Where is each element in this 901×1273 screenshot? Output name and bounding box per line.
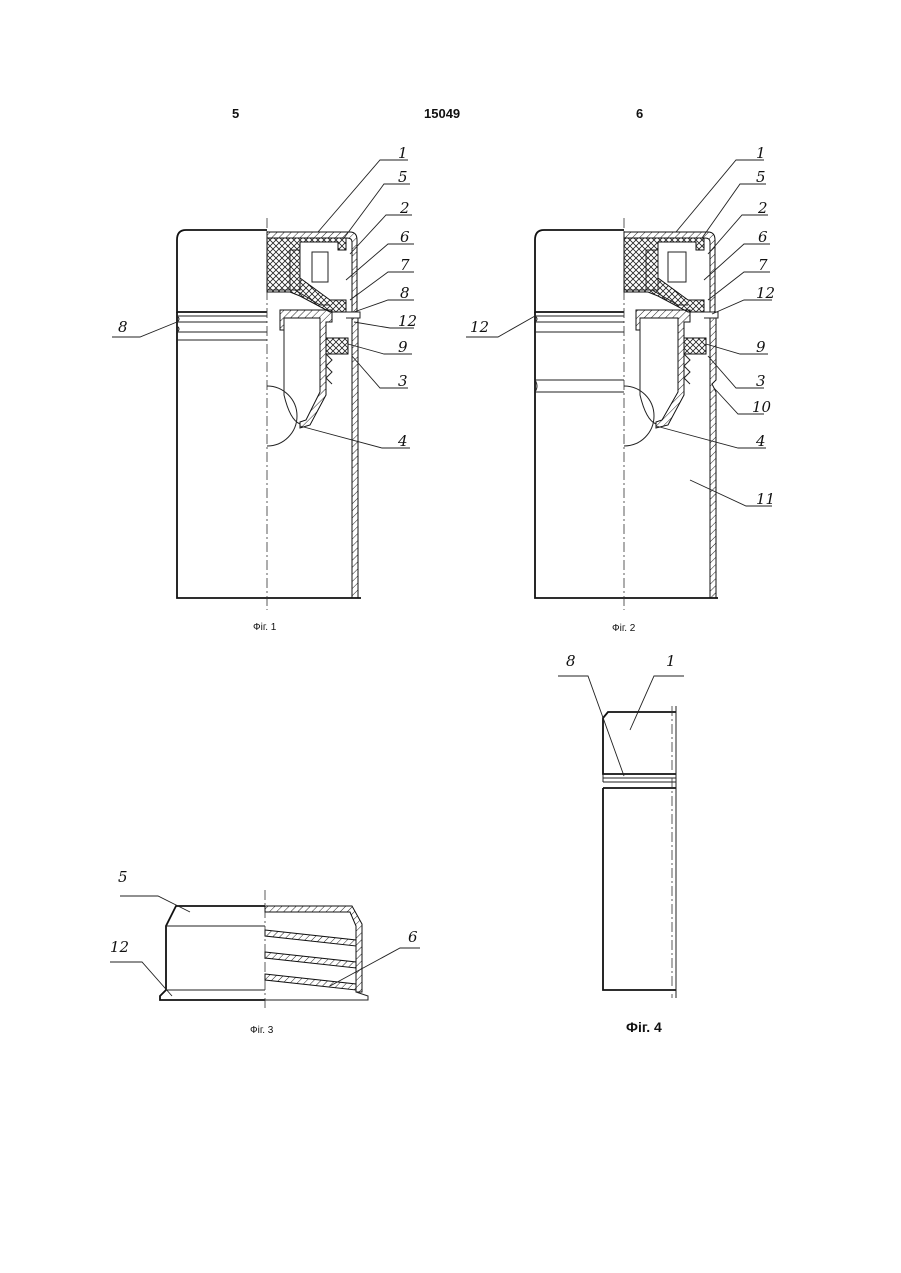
fig1-insert-slot bbox=[312, 252, 328, 282]
fig1-label-12: 12 bbox=[398, 312, 417, 330]
fig3-caption: Фіг. 3 bbox=[250, 1025, 274, 1036]
fig3-thread-2 bbox=[265, 952, 356, 968]
fig2-label-7: 7 bbox=[758, 256, 768, 274]
fig1-label-2: 2 bbox=[399, 199, 410, 217]
figure-3: 5 12 6 Фіг. 3 bbox=[110, 868, 420, 1036]
fig2-label-2: 2 bbox=[757, 199, 768, 217]
fig1-thread bbox=[326, 354, 332, 384]
fig4-cap-outline bbox=[603, 712, 676, 774]
fig2-body-outline bbox=[535, 312, 718, 598]
figure-4: 8 1 Фіг. 4 bbox=[558, 652, 684, 1035]
fig2-label-11: 11 bbox=[756, 490, 775, 508]
fig2-label-12-left: 12 bbox=[470, 318, 489, 336]
fig2-insert-slot bbox=[668, 252, 686, 282]
fig3-label-6: 6 bbox=[408, 928, 418, 946]
fig2-label-4: 4 bbox=[755, 432, 766, 450]
fig2-label-12: 12 bbox=[756, 284, 775, 302]
fig3-thread-1 bbox=[265, 930, 356, 946]
fig3-thread-3 bbox=[265, 974, 356, 990]
figure-1: 1 5 2 6 7 8 12 9 3 4 8 Фіг. 1 bbox=[112, 144, 417, 633]
fig1-caption: Фіг. 1 bbox=[253, 622, 277, 633]
fig2-seal bbox=[684, 338, 706, 354]
fig1-label-7: 7 bbox=[400, 256, 410, 274]
fig1-groove bbox=[177, 316, 267, 332]
fig3-label-5: 5 bbox=[118, 868, 128, 886]
fig2-caption: Фіг. 2 bbox=[612, 623, 636, 634]
figure-2: 1 5 2 6 7 12 9 3 10 4 11 12 Фіг. 2 bbox=[466, 144, 775, 634]
fig3-label-12: 12 bbox=[110, 938, 129, 956]
fig1-label-6: 6 bbox=[400, 228, 410, 246]
fig4-caption: Фіг. 4 bbox=[626, 1019, 662, 1035]
fig2-label-9: 9 bbox=[756, 338, 766, 356]
fig2-label-1: 1 bbox=[756, 144, 766, 162]
fig1-label-8: 8 bbox=[400, 284, 410, 302]
fig2-label-3: 3 bbox=[756, 372, 766, 390]
fig1-ball bbox=[267, 386, 297, 446]
fig4-groove bbox=[603, 774, 676, 782]
fig1-label-1: 1 bbox=[398, 144, 408, 162]
fig2-ring bbox=[704, 312, 718, 318]
fig2-groove-bottom bbox=[535, 332, 624, 392]
fig4-label-8: 8 bbox=[566, 652, 576, 670]
fig1-inner-tube bbox=[280, 310, 332, 428]
fig3-outline-left bbox=[160, 906, 265, 1000]
fig1-inner-wall bbox=[284, 318, 300, 424]
fig2-ball bbox=[624, 386, 654, 446]
fig1-label-9: 9 bbox=[398, 338, 408, 356]
fig2-label-10: 10 bbox=[752, 398, 772, 416]
fig1-body-outline bbox=[177, 312, 361, 598]
fig1-ring bbox=[346, 312, 360, 318]
fig2-inner-tube bbox=[636, 310, 690, 428]
fig2-thread bbox=[684, 354, 690, 384]
fig1-label-5: 5 bbox=[398, 168, 408, 186]
fig2-inner-wall bbox=[640, 318, 656, 424]
fig1-cap-outline bbox=[177, 230, 267, 312]
fig2-body-wall bbox=[710, 318, 716, 598]
fig1-label-3: 3 bbox=[398, 372, 408, 390]
fig3-flange bbox=[265, 992, 368, 1000]
fig4-label-1: 1 bbox=[666, 652, 676, 670]
fig2-label-5: 5 bbox=[756, 168, 766, 186]
fig1-label-4: 4 bbox=[397, 432, 408, 450]
fig2-insert-section bbox=[624, 238, 704, 312]
fig1-insert-section bbox=[267, 238, 346, 312]
fig2-groove-top bbox=[535, 316, 624, 322]
fig1-seal bbox=[326, 338, 348, 354]
fig4-body-outline bbox=[603, 788, 676, 990]
fig2-cap-outline bbox=[535, 230, 624, 312]
fig2-label-6: 6 bbox=[758, 228, 768, 246]
fig1-label-8-left: 8 bbox=[118, 318, 128, 336]
